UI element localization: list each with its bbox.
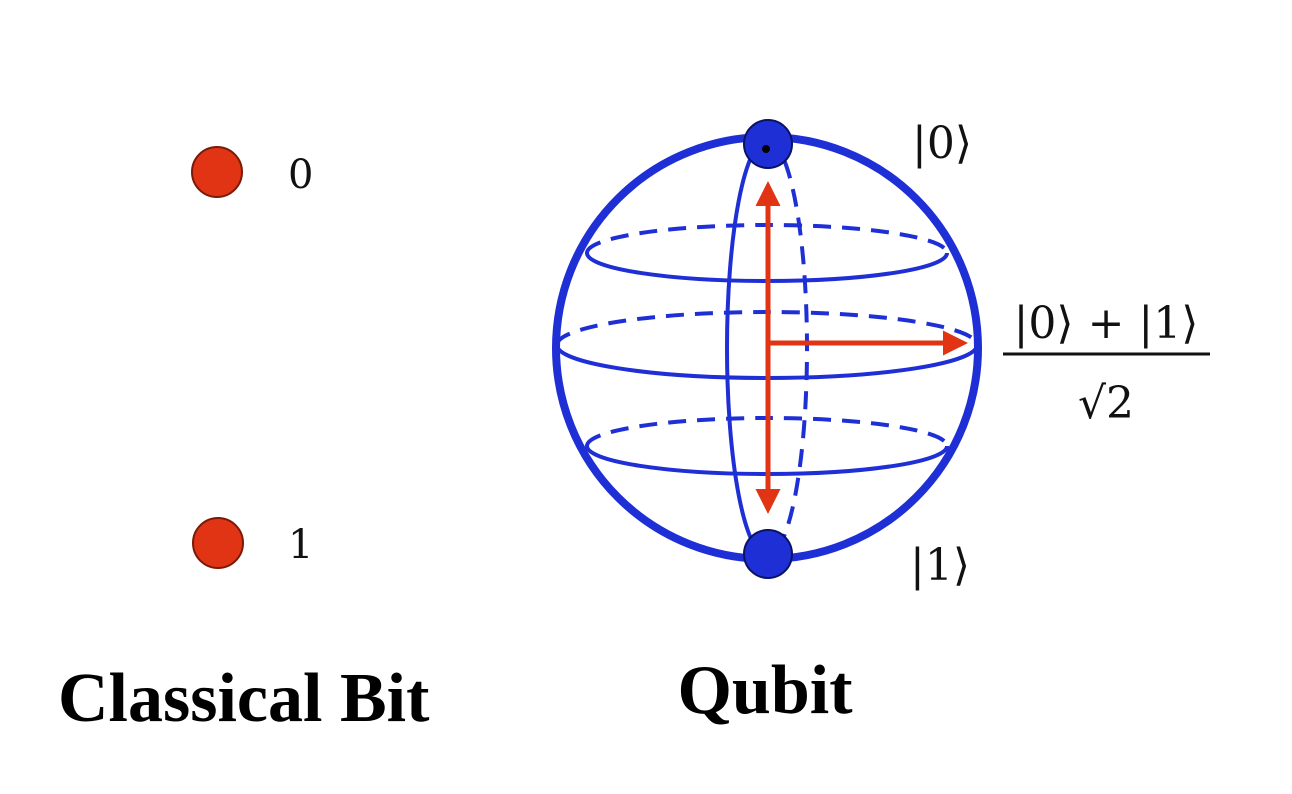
qubit-labels: |0⟩ |1⟩ |0⟩ + |1⟩ √2 Qubit — [677, 118, 1210, 729]
bit-zero-dot — [191, 146, 243, 198]
meridian-front — [725, 138, 768, 558]
meridian-back — [766, 138, 809, 558]
classical-bit-caption: Classical Bit — [58, 660, 429, 737]
qubit-caption: Qubit — [677, 652, 852, 729]
superposition-numerator: |0⟩ + |1⟩ — [1014, 298, 1199, 349]
ket-one-label: |1⟩ — [910, 540, 970, 591]
superposition-denominator: √2 — [1078, 378, 1134, 429]
south-pole-dot — [743, 529, 793, 579]
bit-one-dot — [192, 517, 244, 569]
bloch-sphere — [552, 119, 982, 579]
classical-bit-group: 0 1 Classical Bit — [58, 146, 429, 737]
ket-zero-label: |0⟩ — [912, 118, 972, 169]
bit-zero-label: 0 — [288, 152, 313, 198]
bit-one-label: 1 — [288, 522, 313, 568]
north-pole-dot — [743, 119, 793, 169]
north-pole-center — [762, 145, 770, 153]
